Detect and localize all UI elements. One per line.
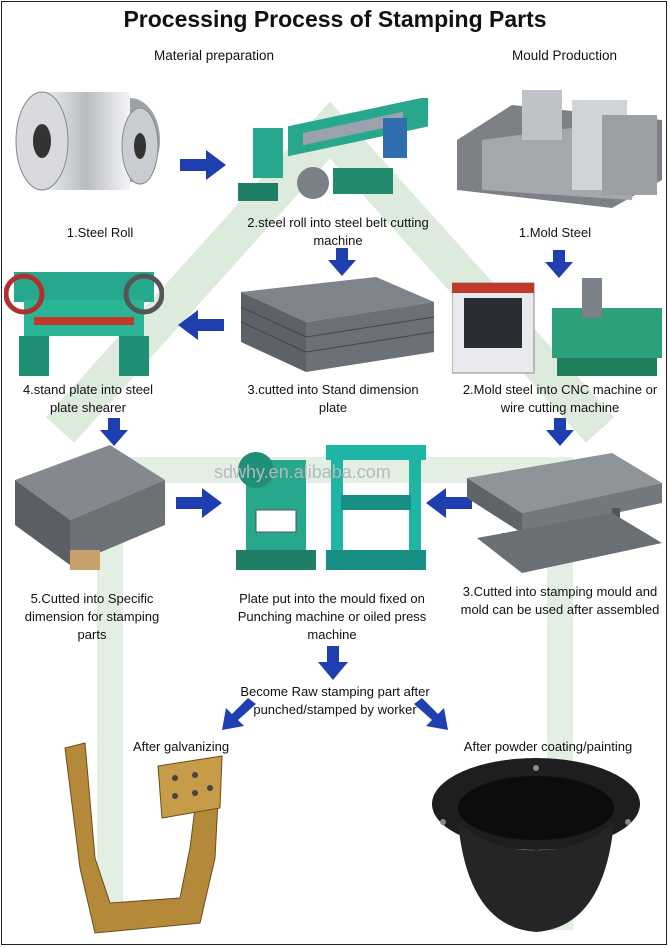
arrow-right-icon	[176, 488, 222, 518]
label-stamping-mould: 3.Cutted into stamping mould and mold ca…	[460, 584, 660, 617]
label-punching: Plate put into the mould fixed on Punchi…	[237, 591, 427, 642]
arrow-left-icon	[426, 488, 472, 518]
powder-coated-housing-image	[432, 758, 640, 932]
belt-cutting-machine-image	[238, 98, 428, 201]
arrow-down-icon	[546, 418, 574, 446]
mold-steel-image	[457, 90, 662, 208]
stand-dimension-plates-image	[240, 277, 435, 372]
arrow-right-icon	[180, 150, 226, 180]
arrow-down-icon	[100, 418, 128, 446]
steel-roll-image	[15, 91, 160, 191]
label-powder-coating: After powder coating/painting	[463, 739, 633, 754]
punching-machine-image	[236, 445, 426, 570]
label-belt-cutting: 2.steel roll into steel belt cutting mac…	[247, 215, 429, 248]
page-title: Processing Process of Stamping Parts	[123, 6, 547, 32]
label-cnc: 2.Mold steel into CNC machine or wire cu…	[462, 382, 658, 415]
label-mold-steel: 1.Mold Steel	[518, 225, 592, 240]
label-stand-dimension: 3.cutted into Stand dimension plate	[247, 382, 419, 415]
label-shearer: 4.stand plate into steel plate shearer	[22, 382, 154, 415]
header-mould-production: Mould Production	[512, 48, 618, 63]
label-specific-dimension: 5.Cutted into Specific dimension for sta…	[24, 591, 160, 642]
specific-dimension-plates-image	[15, 445, 165, 570]
arrow-down-icon	[545, 250, 573, 278]
header-material-preparation: Material preparation	[154, 48, 275, 63]
arrow-down-icon	[318, 646, 348, 680]
label-galvanizing: After galvanizing	[132, 739, 230, 754]
galvanized-bracket-image	[64, 742, 223, 934]
arrow-left-icon	[178, 310, 224, 340]
label-raw-part: Become Raw stamping part after punched/s…	[240, 684, 430, 717]
arrow-down-right-icon	[414, 698, 448, 730]
watermark-text: sdwhy.en.alibaba.com	[214, 462, 391, 482]
arrow-down-icon	[328, 248, 356, 276]
label-steel-roll: 1.Steel Roll	[66, 225, 134, 240]
arrow-down-left-icon	[222, 698, 256, 730]
stamping-mould-image	[467, 453, 662, 573]
cnc-machine-image	[452, 278, 662, 376]
plate-shearer-image	[4, 272, 164, 376]
